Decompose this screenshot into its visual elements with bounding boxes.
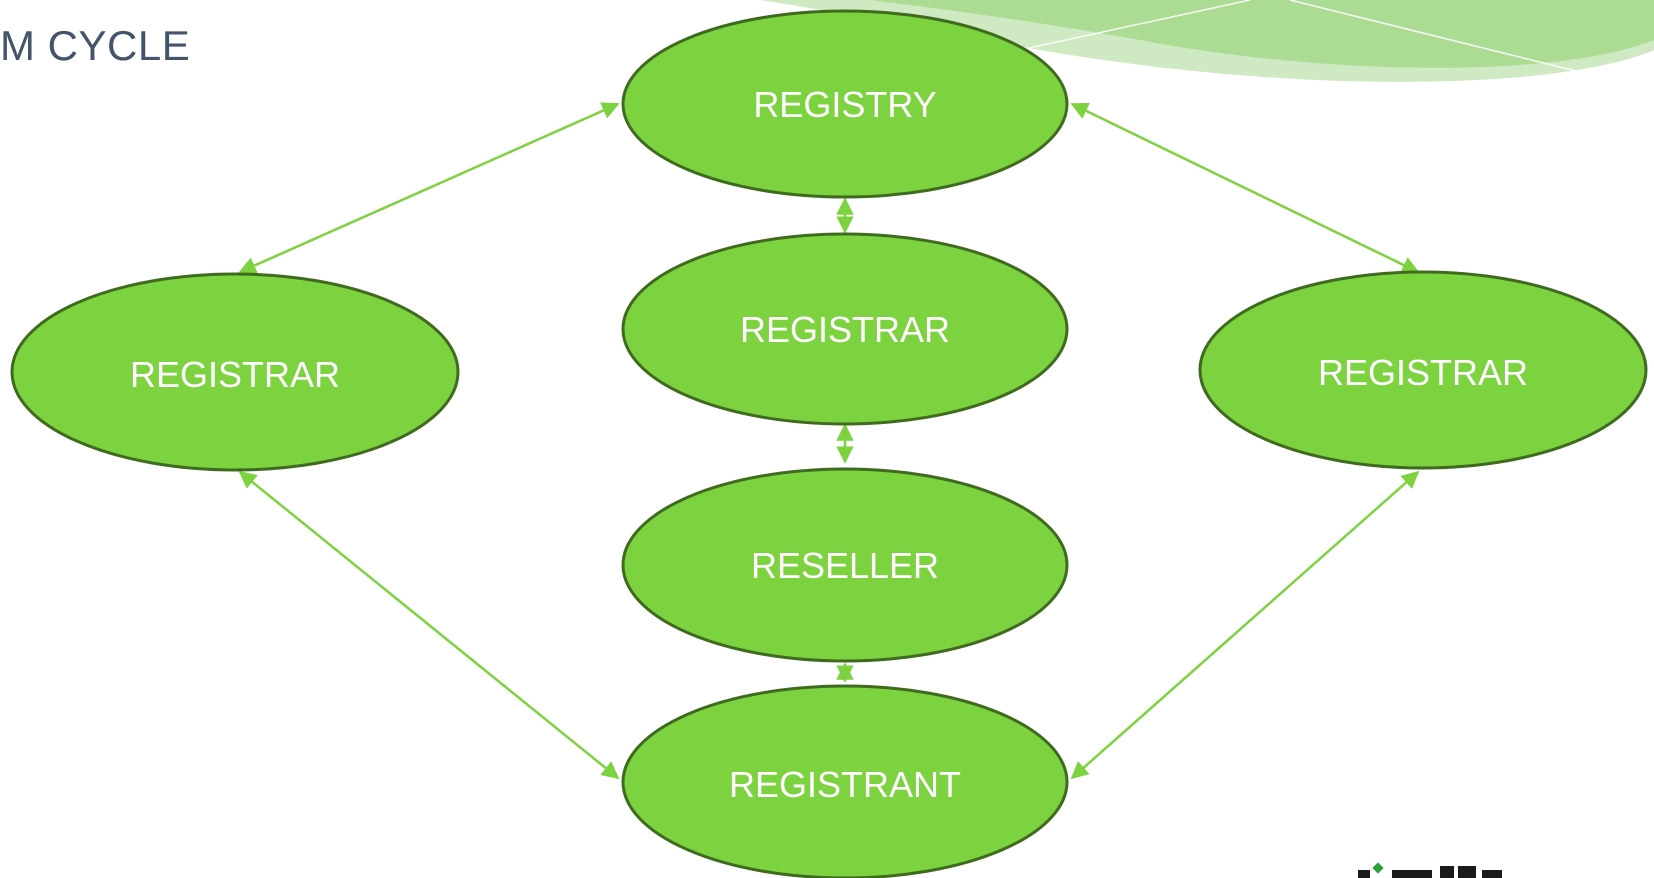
slide-title: M CYCLE (0, 22, 191, 69)
connector-registry-registrar-left (238, 102, 620, 274)
node-registrant: REGISTRANT (621, 684, 1069, 878)
node-registrar-right: REGISTRAR (1198, 270, 1648, 470)
connector-registrar-right-registrant (1070, 470, 1420, 780)
node-label-registrant: REGISTRANT (729, 764, 961, 805)
header-swoosh-decoration (760, 0, 1654, 82)
connector-registrar-left-registrant (238, 470, 620, 780)
connector-registry-registrar-right (1070, 102, 1420, 274)
node-label-registry: REGISTRY (753, 84, 936, 125)
node-registrar-left: REGISTRAR (10, 272, 460, 472)
logo-partial (1358, 862, 1502, 878)
node-registrar-center: REGISTRAR (621, 232, 1069, 426)
node-label-reseller: RESELLER (751, 545, 939, 586)
node-reseller: RESELLER (621, 467, 1069, 663)
node-registry: REGISTRY (621, 9, 1069, 199)
node-label-registrar-left: REGISTRAR (130, 354, 340, 395)
node-label-registrar-center: REGISTRAR (740, 309, 950, 350)
connectors (238, 102, 1420, 780)
node-label-registrar-right: REGISTRAR (1318, 352, 1528, 393)
